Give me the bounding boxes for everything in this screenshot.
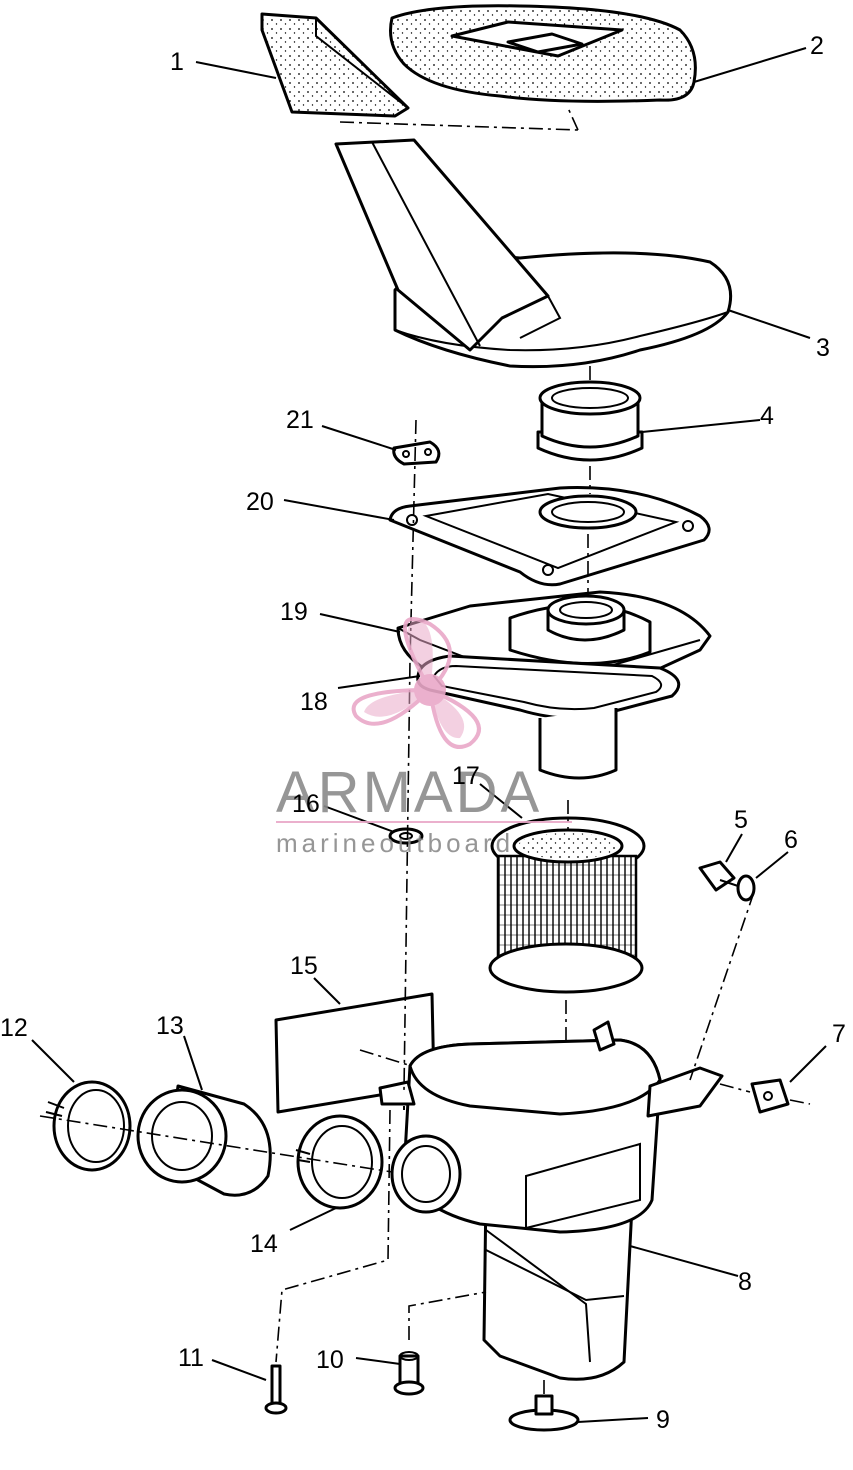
assembly-lines	[39, 366, 811, 1396]
part-16-washer	[388, 827, 424, 845]
part-3-intake-cover	[334, 107, 733, 369]
part-11-long-screw	[264, 1364, 288, 1415]
callout-3: 3	[816, 334, 830, 362]
callout-1: 1	[170, 48, 184, 76]
callout-2: 2	[810, 32, 824, 60]
part-10-drain-plug	[393, 1351, 425, 1396]
watermark-brand: ARMADA	[276, 760, 542, 825]
part-7-clip-nut	[750, 1078, 790, 1114]
callout-4: 4	[760, 402, 774, 430]
callout-18: 18	[300, 688, 328, 716]
callout-14: 14	[250, 1230, 278, 1258]
leader-lines	[31, 47, 827, 1423]
callout-21: 21	[286, 406, 314, 434]
watermark-tagline: marineoutboard	[276, 828, 514, 858]
part-4-rubber-boot	[536, 380, 644, 462]
propeller-logo-icon	[351, 617, 481, 749]
callout-6: 6	[784, 826, 798, 854]
part-20-top-lid	[388, 486, 711, 587]
part-21-clip-nut	[392, 440, 441, 466]
callout-7: 7	[832, 1020, 846, 1048]
callout-9: 9	[656, 1406, 670, 1434]
callout-10: 10	[316, 1346, 344, 1374]
part-14-hose-clamp	[295, 1114, 384, 1210]
callout-5: 5	[734, 806, 748, 834]
part-2-foam-gasket	[389, 4, 697, 103]
part-17-filter-element	[488, 816, 646, 994]
part-18-seal-gasket	[416, 654, 681, 780]
part-1-foam-insert	[260, 12, 410, 118]
part-8-airbox-housing	[378, 1020, 724, 1381]
callout-8: 8	[738, 1268, 752, 1296]
callout-16: 16	[292, 790, 320, 818]
part-9-drain-valve	[508, 1394, 580, 1432]
callout-numbers: 1 2 3 4 5 6 7 8 9 10 11 12 13 14 15 16 1…	[0, 32, 846, 1434]
callout-19: 19	[280, 598, 308, 626]
callout-15: 15	[290, 952, 318, 980]
part-12-hose-clamp	[45, 1080, 132, 1172]
watermark: ARMADA marineoutboard	[276, 617, 572, 858]
part-13-intake-adapter	[136, 1084, 272, 1197]
callout-20: 20	[246, 488, 274, 516]
callout-17: 17	[452, 762, 480, 790]
callout-13: 13	[156, 1012, 184, 1040]
callout-11: 11	[178, 1344, 204, 1372]
callout-12: 12	[0, 1014, 28, 1042]
part-6-washer	[736, 874, 756, 902]
